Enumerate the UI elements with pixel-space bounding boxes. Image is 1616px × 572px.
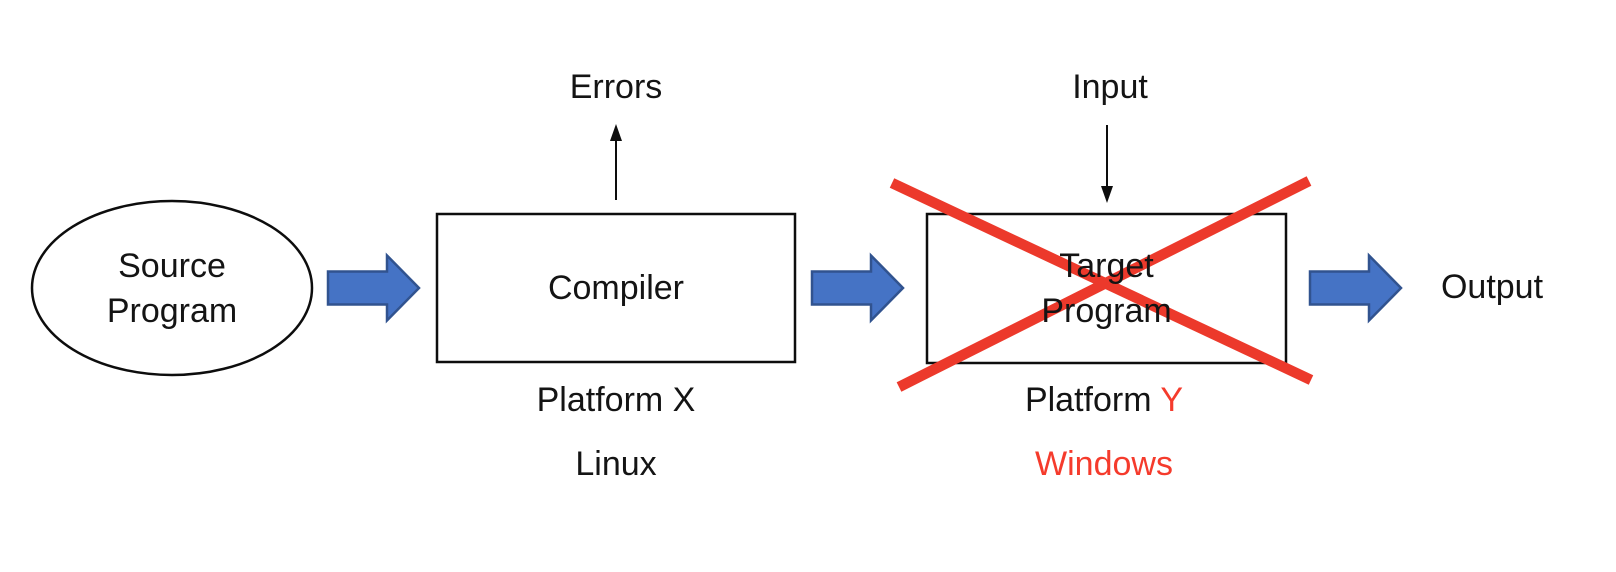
compiler-node: Compiler	[437, 214, 795, 362]
errors-label: Errors	[569, 68, 663, 106]
source-program-label-line1: Source	[118, 247, 226, 285]
compiler-platform-letter: X	[672, 381, 696, 419]
source-program-node: Source Program	[32, 202, 312, 376]
target-program-node: Target Program	[927, 214, 1286, 363]
target-platform-label: Platform Y	[1025, 378, 1183, 422]
errors-up-arrow-icon	[610, 124, 622, 200]
input-down-arrow-icon	[1101, 125, 1113, 203]
target-program-label-line2: Program	[1041, 291, 1172, 330]
compiler-platform-label: Platform X	[537, 378, 696, 422]
compiler-os-label: Linux	[575, 445, 657, 483]
target-platform-prefix: Platform	[1024, 381, 1161, 419]
compiler-label: Compiler	[547, 269, 685, 307]
source-program-label-line2: Program	[106, 292, 238, 330]
target-platform-letter: Y	[1160, 381, 1184, 419]
target-program-label-line1: Target	[1059, 246, 1154, 285]
output-label: Output	[1440, 268, 1544, 306]
source-program-ellipse	[30, 199, 314, 377]
compiler-platform-prefix: Platform	[536, 381, 673, 419]
arrow-compiler-to-target-icon	[810, 252, 905, 324]
target-os-label: Windows	[1035, 445, 1173, 483]
arrow-source-to-compiler-icon	[326, 252, 421, 324]
compiler-box	[435, 212, 797, 364]
arrow-target-to-output-icon	[1308, 252, 1403, 324]
red-cross-out-icon	[889, 176, 1314, 392]
input-label: Input	[1072, 68, 1148, 106]
